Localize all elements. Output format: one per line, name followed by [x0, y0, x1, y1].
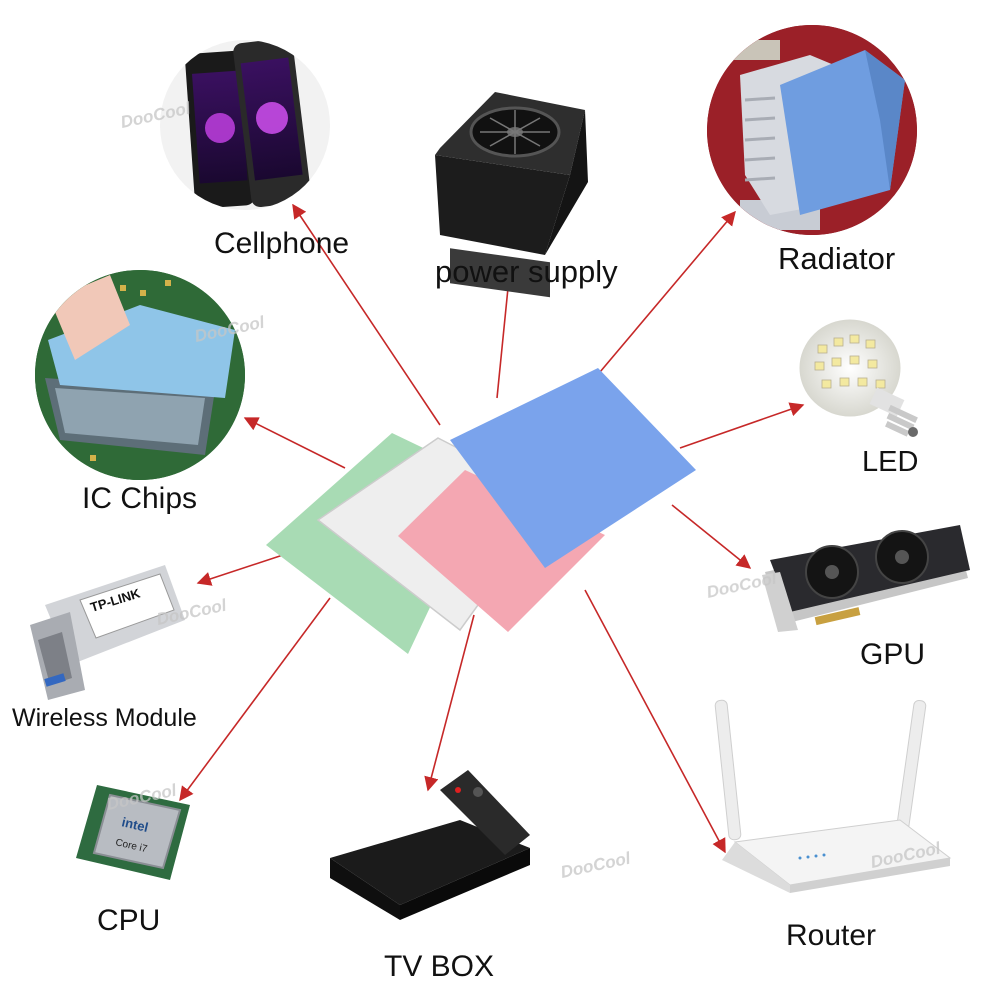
- thermal-pads: [266, 368, 696, 654]
- cpu-brand-text: intel: [120, 814, 149, 835]
- led-picture: [799, 319, 918, 437]
- cpu-picture: intel Core i7: [76, 785, 190, 880]
- arrow-to-gpu: [671, 504, 752, 569]
- arrows: [179, 203, 805, 854]
- arrow-to-cpu: [179, 597, 331, 802]
- tv-box-picture: [330, 770, 530, 920]
- label-ic-chips: IC Chips: [82, 482, 198, 515]
- power-supply-picture: [435, 92, 588, 298]
- label-tv-box: TV BOX: [384, 950, 495, 983]
- router-picture: [714, 699, 952, 893]
- pad-blue: [450, 368, 696, 568]
- label-gpu: GPU: [860, 638, 926, 671]
- watermark-text: DooCool: [559, 848, 633, 882]
- label-cpu: CPU: [97, 904, 161, 937]
- label-wireless-module: Wireless Module: [12, 704, 197, 732]
- arrow-to-radiator: [599, 210, 736, 373]
- arrow-to-router: [584, 589, 726, 854]
- ic-chips-picture: [35, 270, 245, 480]
- label-cellphone: Cellphone: [214, 227, 350, 260]
- arrow-to-cellphone: [292, 203, 441, 426]
- wireless-module-picture: TP-LINK: [30, 565, 185, 700]
- pad-pink: [398, 470, 605, 632]
- arrow-to-led: [679, 402, 805, 449]
- label-router: Router: [786, 919, 877, 952]
- arrow-to-ic-chips: [243, 417, 346, 469]
- radiator-picture: [707, 25, 917, 235]
- cellphone-picture: [160, 40, 330, 210]
- arrow-to-tv-box: [424, 614, 475, 792]
- label-led: LED: [862, 446, 919, 478]
- gpu-picture: [762, 525, 970, 632]
- arrow-to-wireless-module: [196, 551, 293, 586]
- label-power-supply: power supply: [435, 254, 618, 289]
- label-radiator: Radiator: [778, 241, 896, 276]
